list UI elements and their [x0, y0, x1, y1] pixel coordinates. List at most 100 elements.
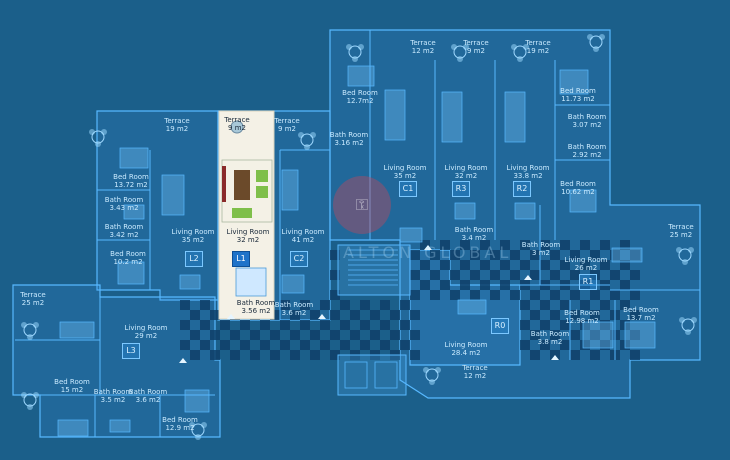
unit-tag-c2[interactable]: C2 [290, 251, 308, 267]
furniture-icon [624, 321, 656, 349]
planter-icon [691, 317, 697, 323]
planter-icon [358, 44, 364, 50]
planter-icon [310, 132, 316, 138]
furniture-icon [109, 419, 131, 433]
corridor-tile [480, 260, 490, 270]
elevator-car [344, 361, 368, 389]
unit-tag-r1[interactable]: R1 [579, 274, 597, 290]
furniture-icon [504, 91, 526, 143]
corridor-tile [200, 300, 210, 310]
corridor-tile [610, 270, 620, 280]
corridor-tile [300, 340, 310, 350]
corridor-tile [370, 330, 380, 340]
corridor-tile [490, 250, 500, 260]
corridor-tile [460, 280, 470, 290]
unit-tag-r3[interactable]: R3 [452, 181, 470, 197]
corridor-tile [510, 250, 520, 260]
corridor-tile [330, 310, 340, 320]
corridor-tile [410, 350, 420, 360]
door-arrow-icon [551, 355, 559, 360]
corridor-tile [560, 260, 570, 270]
unit-tag-l3[interactable]: L3 [122, 343, 140, 359]
corridor-tile [340, 340, 350, 350]
building-outline [96, 110, 219, 301]
furniture-icon [123, 204, 145, 220]
corridor-tile [280, 320, 290, 330]
corridor-tile [620, 240, 630, 250]
corridor-tile [560, 320, 570, 330]
planter-icon [346, 44, 352, 50]
corridor-tile [530, 310, 540, 320]
corridor-tile [580, 260, 590, 270]
corridor-tile [570, 290, 580, 300]
unit-tag-r2[interactable]: R2 [513, 181, 531, 197]
corridor-tile [440, 240, 450, 250]
corridor-tile [390, 310, 400, 320]
corridor-tile [210, 330, 220, 340]
corridor-tile [180, 320, 190, 330]
furniture-icon [457, 299, 487, 315]
corridor-tile [630, 290, 640, 300]
unit-tag-l2[interactable]: L2 [185, 251, 203, 267]
furniture-icon [117, 261, 145, 285]
unit-tag-l1[interactable]: L1 [232, 251, 250, 267]
corridor-tile [570, 310, 580, 320]
corridor-tile [590, 350, 600, 360]
corridor-tile [330, 350, 340, 360]
corridor-tile [270, 310, 280, 320]
corridor-tile [270, 350, 280, 360]
unit-tag-c1[interactable]: C1 [399, 181, 417, 197]
door-arrow-icon [524, 275, 532, 280]
planter-icon [435, 367, 441, 373]
door-arrow-icon [424, 245, 432, 250]
corridor-tile [450, 290, 460, 300]
corridor-tile [220, 320, 230, 330]
corridor-tile [190, 350, 200, 360]
corridor-tile [620, 260, 630, 270]
corridor-tile [260, 320, 270, 330]
corridor-tile [450, 270, 460, 280]
corridor-tile [200, 340, 210, 350]
corridor-tile [250, 330, 260, 340]
corridor-tile [380, 300, 390, 310]
planter-icon [101, 129, 107, 135]
corridor-tile [580, 300, 590, 310]
corridor-tile [520, 340, 530, 350]
corridor-tile [360, 300, 370, 310]
corridor-tile [290, 350, 300, 360]
corridor-tile [520, 260, 530, 270]
corridor-tile [210, 350, 220, 360]
corridor-tile [260, 340, 270, 350]
corridor-tile [590, 290, 600, 300]
corridor-tile [320, 340, 330, 350]
furniture-icon [184, 389, 210, 413]
corridor-tile [600, 240, 610, 250]
corridor-tile [540, 340, 550, 350]
furniture-icon [281, 169, 299, 211]
corridor-tile [600, 320, 610, 330]
corridor-tile [460, 240, 470, 250]
elevator-car [374, 361, 398, 389]
corridor-tile [320, 320, 330, 330]
corridor-tile [450, 250, 460, 260]
corridor-tile [560, 340, 570, 350]
corridor-tile [590, 250, 600, 260]
corridor-tile [540, 240, 550, 250]
planter-icon [201, 422, 207, 428]
corridor-tile [440, 280, 450, 290]
planter-icon [511, 44, 517, 50]
corridor-tile [470, 290, 480, 300]
planter-icon [304, 144, 310, 150]
unit-tag-r0[interactable]: R0 [491, 318, 509, 334]
corridor-tile [520, 300, 530, 310]
planter-icon [463, 44, 469, 50]
corridor-tile [430, 250, 440, 260]
corridor-tile [330, 250, 340, 260]
corridor-tile [250, 350, 260, 360]
corridor-tile [510, 290, 520, 300]
corridor-tile [350, 330, 360, 340]
corridor-tile [330, 330, 340, 340]
furniture-icon [179, 274, 201, 290]
